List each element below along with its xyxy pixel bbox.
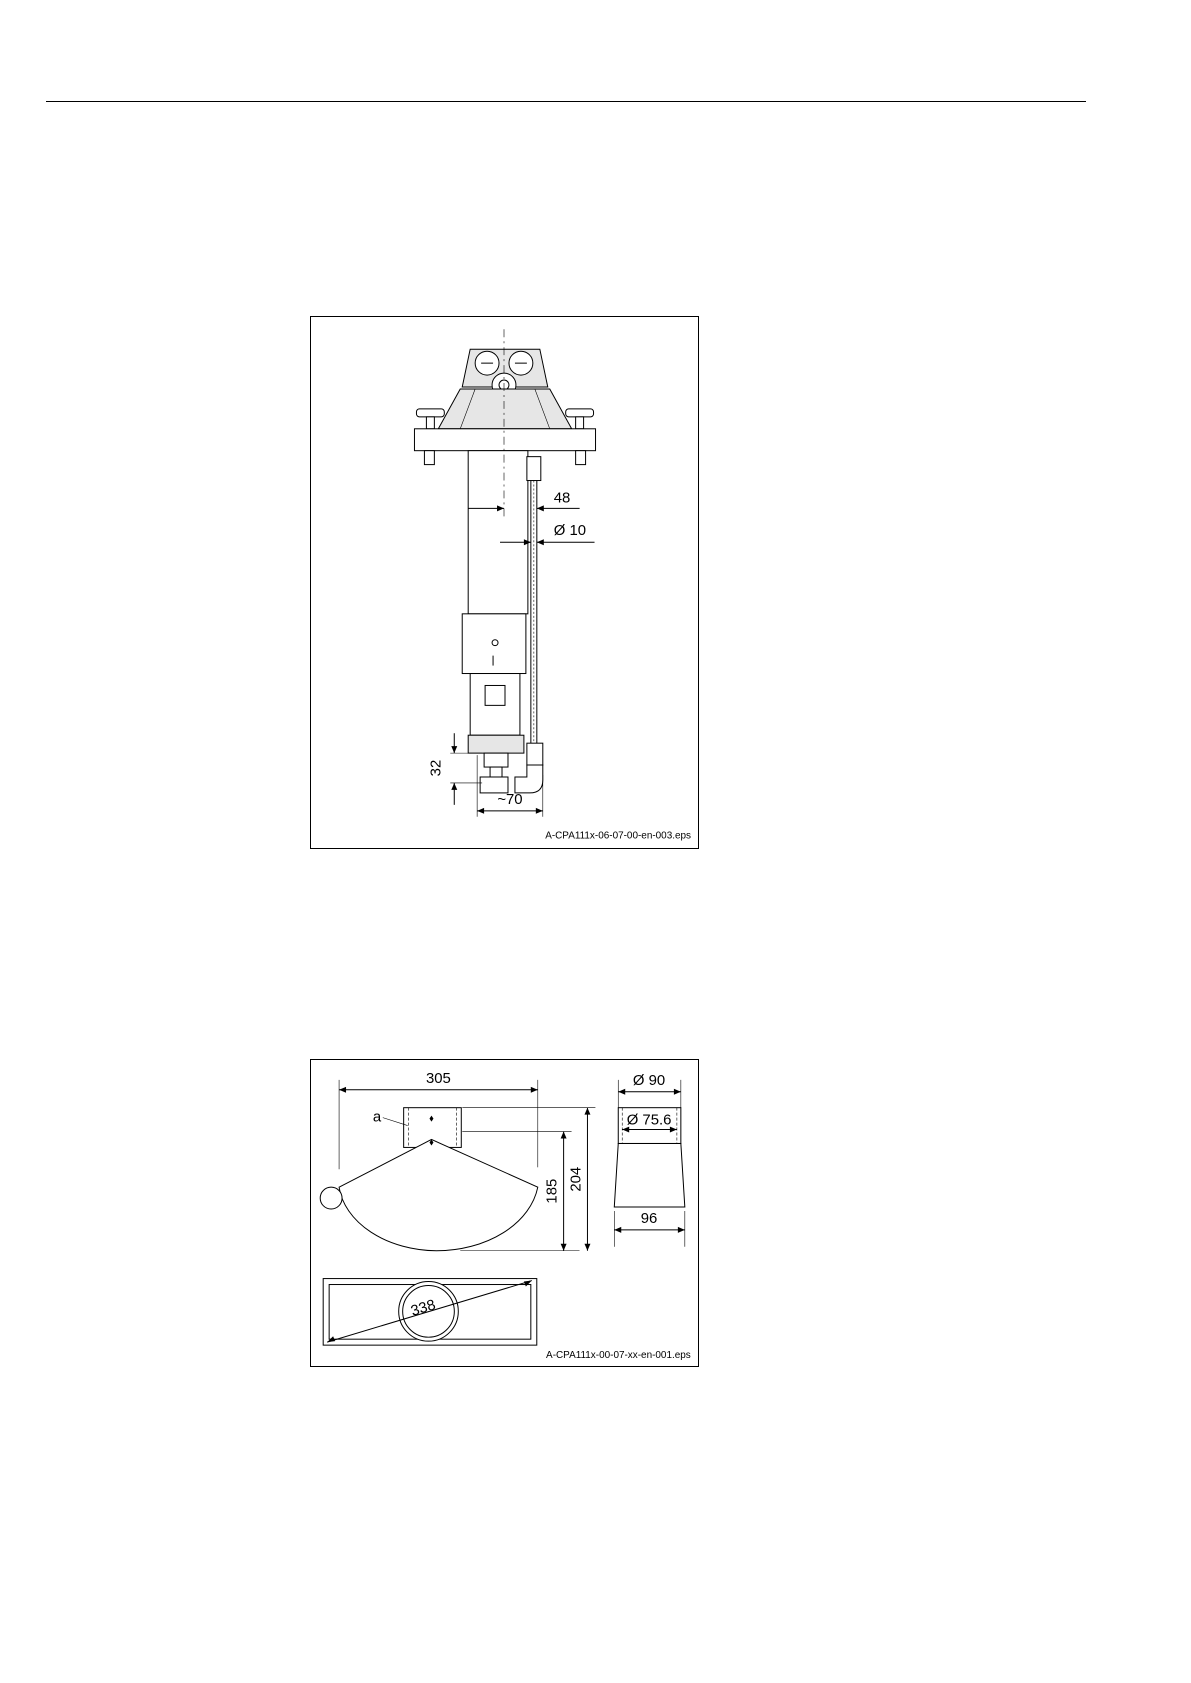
lower-ring bbox=[468, 735, 524, 753]
dim-pipe-diameter-label: Ø 10 bbox=[554, 522, 586, 539]
dim-width-label: ~70 bbox=[497, 791, 522, 808]
side-body bbox=[614, 1143, 685, 1207]
pipe-nut-top bbox=[527, 457, 541, 481]
assembly-drawing: 48 Ø 10 32 ~70 bbox=[311, 317, 698, 848]
figure-source-label: A-CPA111x-00-07-xx-en-001.eps bbox=[546, 1350, 691, 1361]
figure-source-label: A-CPA111x-06-07-00-en-003.eps bbox=[545, 831, 691, 842]
clamp-block bbox=[462, 614, 526, 674]
screw-right bbox=[566, 409, 594, 417]
header-rule bbox=[46, 101, 1086, 102]
label-a: a bbox=[373, 1110, 382, 1126]
dim-outer-height-label: 204 bbox=[569, 1167, 585, 1192]
main-cylinder bbox=[468, 451, 528, 614]
flange-cone bbox=[438, 389, 571, 429]
dim-offset-label: 48 bbox=[554, 489, 571, 506]
dim-width-label: 305 bbox=[426, 1071, 451, 1087]
dim-height-label: 32 bbox=[427, 760, 444, 777]
pipe-nut-bottom bbox=[527, 743, 543, 765]
flange-plate bbox=[414, 429, 595, 451]
knob-icon bbox=[320, 1187, 342, 1209]
cover-shell bbox=[339, 1139, 538, 1250]
cover-drawing-figure: 305 a 185 204 Ø 90 bbox=[310, 1059, 699, 1367]
dim-inner-diameter-label: Ø 75.6 bbox=[627, 1113, 672, 1129]
cover-drawing: 305 a 185 204 Ø 90 bbox=[311, 1060, 698, 1366]
dim-outer-diameter-label: Ø 90 bbox=[633, 1073, 665, 1089]
screw-left bbox=[416, 409, 444, 417]
elbow-fitting bbox=[515, 765, 543, 793]
dim-base-width-label: 96 bbox=[641, 1211, 658, 1227]
assembly-drawing-figure: 48 Ø 10 32 ~70 bbox=[310, 316, 699, 849]
dim-inner-height-label: 185 bbox=[545, 1179, 561, 1204]
